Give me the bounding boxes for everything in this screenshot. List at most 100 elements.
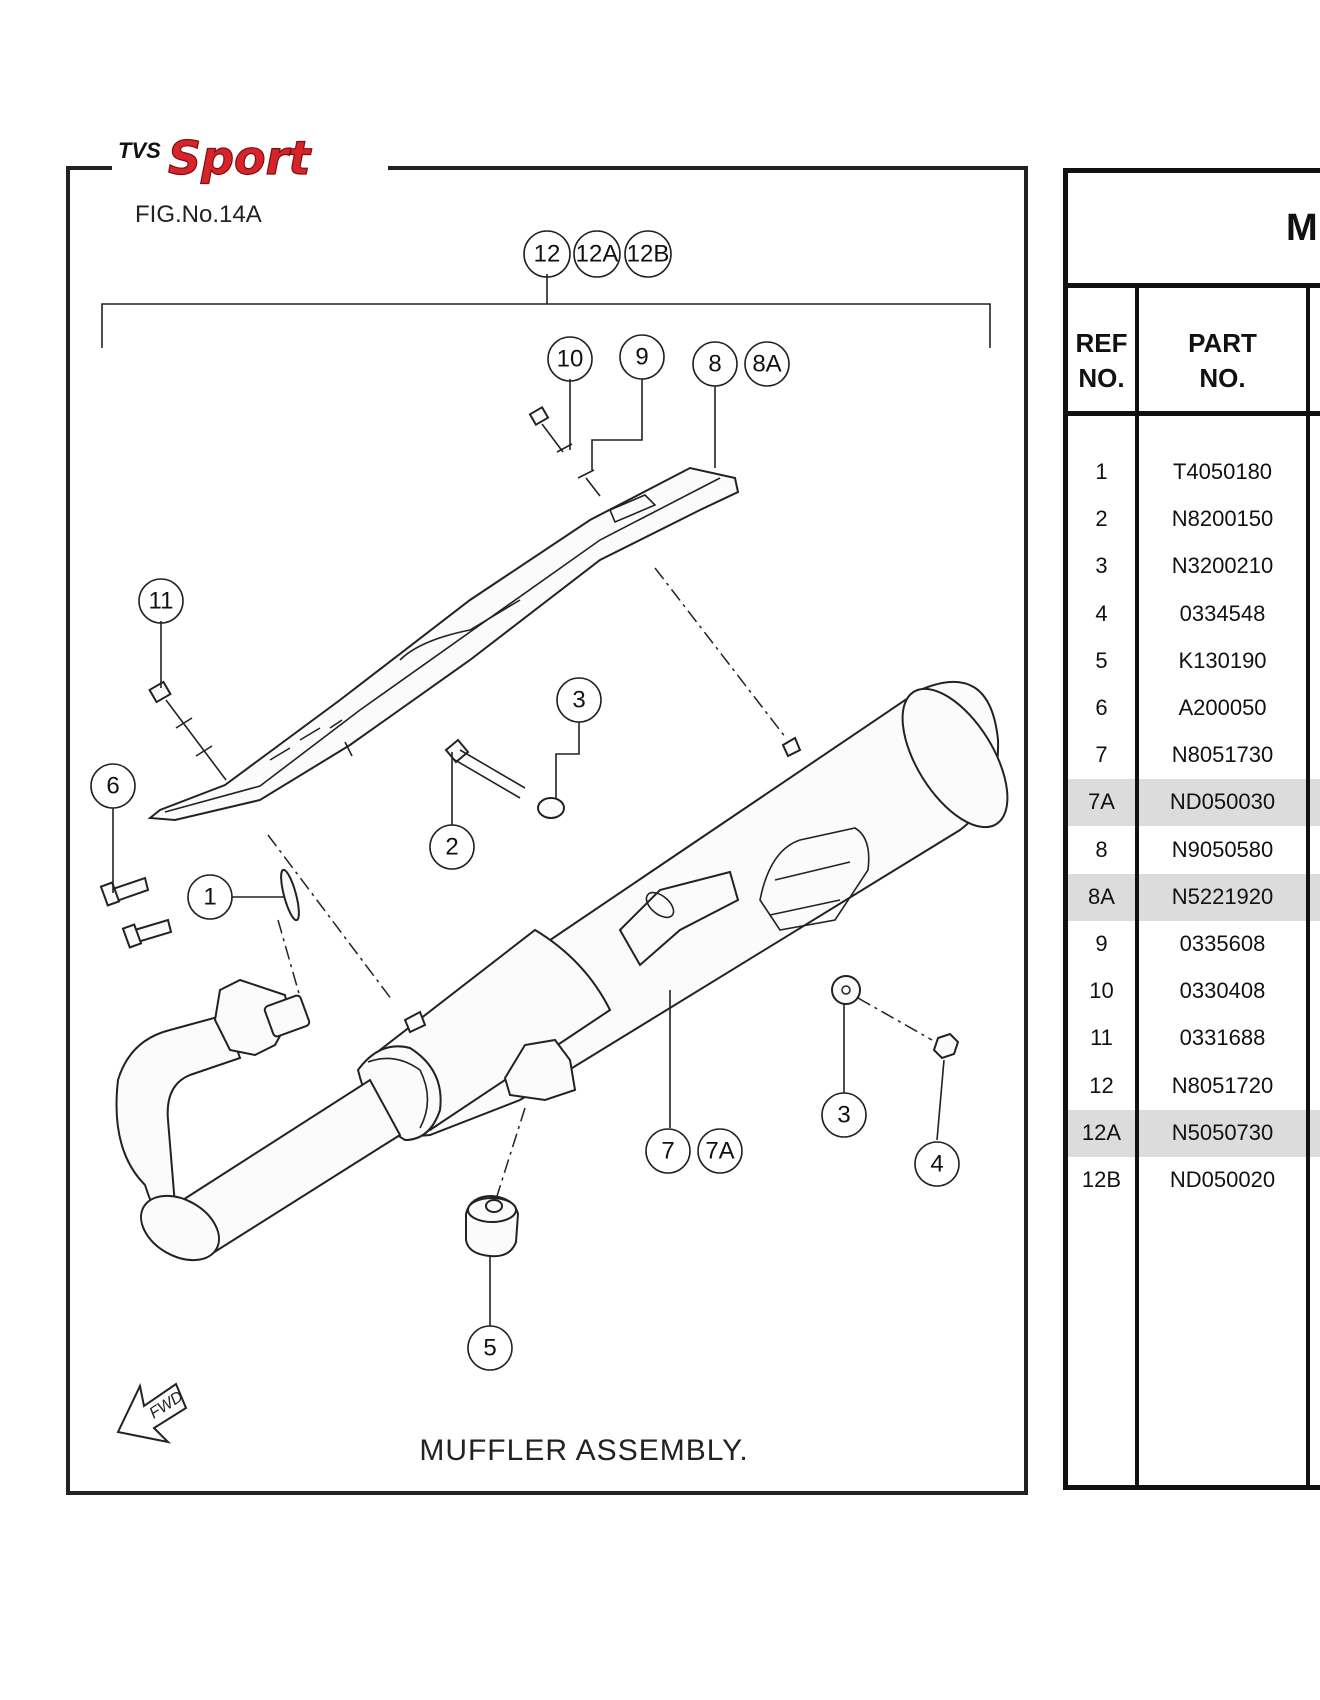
- ref-no-cell: 2: [1095, 506, 1108, 532]
- svg-text:4: 4: [930, 1151, 943, 1178]
- callout-7a: 7A: [697, 1128, 743, 1174]
- callout-12: 12: [523, 230, 571, 278]
- svg-text:6: 6: [106, 773, 119, 800]
- callout-2: 2: [429, 824, 475, 870]
- table-row: 2 N8200150: [1068, 496, 1320, 543]
- part-no-cell: N3200210: [1171, 553, 1274, 579]
- svg-text:11: 11: [149, 588, 174, 615]
- table-row: 7 N8051730: [1068, 732, 1320, 779]
- rubber-mount-part: [465, 1194, 520, 1258]
- heat-shield-part: [147, 466, 740, 822]
- figure-caption: MUFFLER ASSEMBLY.: [419, 1434, 748, 1467]
- callout-7: 7: [645, 1128, 691, 1174]
- ref-no-cell: 7: [1095, 742, 1108, 768]
- svg-text:3: 3: [572, 687, 585, 714]
- ref-no-cell: 8: [1095, 836, 1108, 862]
- table-row: 5 K130190: [1068, 638, 1320, 685]
- table-title-bar: M: [1068, 173, 1320, 288]
- part-no-cell: N8051720: [1171, 1072, 1274, 1098]
- bolt-washer-set-left: [148, 680, 227, 781]
- column-divider: [1306, 288, 1310, 1485]
- table-row: 6 A200050: [1068, 685, 1320, 732]
- svg-text:12A: 12A: [576, 241, 619, 268]
- table-row: 12B ND050020: [1068, 1157, 1320, 1204]
- ref-no-cell: 3: [1095, 553, 1108, 579]
- svg-text:8A: 8A: [752, 351, 781, 378]
- table-row: 10 0330408: [1068, 968, 1320, 1015]
- part-no-cell: 0330408: [1179, 978, 1266, 1004]
- tvs-sport-logo: TVS Sport: [118, 130, 313, 185]
- svg-text:8: 8: [708, 351, 721, 378]
- svg-text:7: 7: [661, 1138, 674, 1165]
- ref-no-cell: 10: [1089, 978, 1114, 1004]
- ref-no-cell: 12A: [1081, 1119, 1122, 1145]
- svg-text:5: 5: [483, 1335, 496, 1362]
- gasket-part: [280, 868, 300, 922]
- svg-text:12B: 12B: [627, 241, 670, 268]
- callout-8: 8: [692, 341, 738, 387]
- ref-no-cell: 8A: [1088, 883, 1115, 909]
- ref-no-cell: 7A: [1088, 789, 1115, 815]
- table-row: 12A N5050730: [1068, 1109, 1320, 1157]
- ref-no-cell: 12: [1089, 1072, 1114, 1098]
- svg-text:10: 10: [557, 346, 584, 373]
- parts-table: M REF NO. PART NO. 1 T4050180 2 N8200150 3 N3…: [1063, 168, 1320, 1490]
- table-row: 11 0331688: [1068, 1015, 1320, 1062]
- muffler-body-part: [115, 680, 1009, 1262]
- svg-text:12: 12: [534, 241, 561, 268]
- callout-12b: 12B: [624, 230, 672, 278]
- part-no-cell: N8200150: [1171, 506, 1274, 532]
- part-no-cell: 0335608: [1179, 931, 1266, 956]
- svg-text:3: 3: [837, 1102, 850, 1129]
- table-title-fragment: M: [1286, 207, 1318, 249]
- header-part-line2: NO.: [1199, 363, 1246, 393]
- svg-text:2: 2: [445, 834, 458, 861]
- part-no-cell: 0331688: [1179, 1025, 1266, 1051]
- callout-5: 5: [467, 1325, 513, 1371]
- part-no-cell: K130190: [1178, 647, 1267, 673]
- ref-no-cell: 11: [1090, 1025, 1113, 1051]
- ref-no-cell: 1: [1095, 459, 1108, 484]
- callout-1: 1: [187, 874, 233, 920]
- part-no-cell: N8051730: [1171, 742, 1274, 768]
- callout-8a: 8A: [744, 341, 790, 387]
- header-ref-line1: REF: [1075, 328, 1128, 358]
- table-header: REF NO. PART NO.: [1068, 288, 1320, 416]
- callout-9: 9: [619, 334, 665, 380]
- svg-text:1: 1: [203, 884, 216, 911]
- part-no-cell: ND050030: [1169, 789, 1276, 815]
- ref-no-cell: 5: [1095, 647, 1108, 673]
- table-row: 12 N8051720: [1068, 1063, 1320, 1110]
- svg-text:9: 9: [635, 344, 648, 371]
- table-row: 1 T4050180: [1068, 449, 1320, 496]
- logo-sport-text: Sport: [168, 131, 312, 185]
- callout-3-lower: 3: [821, 1092, 867, 1138]
- callout-4: 4: [914, 1141, 960, 1187]
- ref-no-cell: 12B: [1081, 1167, 1122, 1192]
- column-divider: [1135, 288, 1139, 1485]
- header-part-line1: PART: [1188, 328, 1257, 358]
- ref-no-cell: 4: [1095, 600, 1108, 626]
- callout-6: 6: [90, 763, 136, 809]
- ref-no-cell: 6: [1095, 695, 1108, 720]
- long-bolt-part: [444, 738, 565, 819]
- hex-bolts-pair: [99, 876, 173, 949]
- part-no-cell: N5050730: [1171, 1119, 1274, 1145]
- forward-arrow-icon: FWD: [116, 1382, 188, 1444]
- part-no-cell: 0334548: [1179, 600, 1266, 626]
- header-part-no: PART NO.: [1139, 326, 1306, 396]
- figure-number: FIG.No.14A: [135, 201, 262, 228]
- part-no-cell: ND050020: [1169, 1167, 1276, 1192]
- table-row: 3 N3200210: [1068, 543, 1320, 590]
- callout-11: 11: [138, 578, 184, 624]
- table-row: 4 0334548: [1068, 591, 1320, 638]
- part-no-cell: A200050: [1178, 695, 1267, 720]
- callout-3-upper: 3: [556, 677, 602, 723]
- header-ref-no: REF NO.: [1068, 326, 1135, 396]
- part-no-cell: T4050180: [1172, 459, 1273, 484]
- callout-12a: 12A: [573, 230, 621, 278]
- table-row: 7A ND050030: [1068, 779, 1320, 827]
